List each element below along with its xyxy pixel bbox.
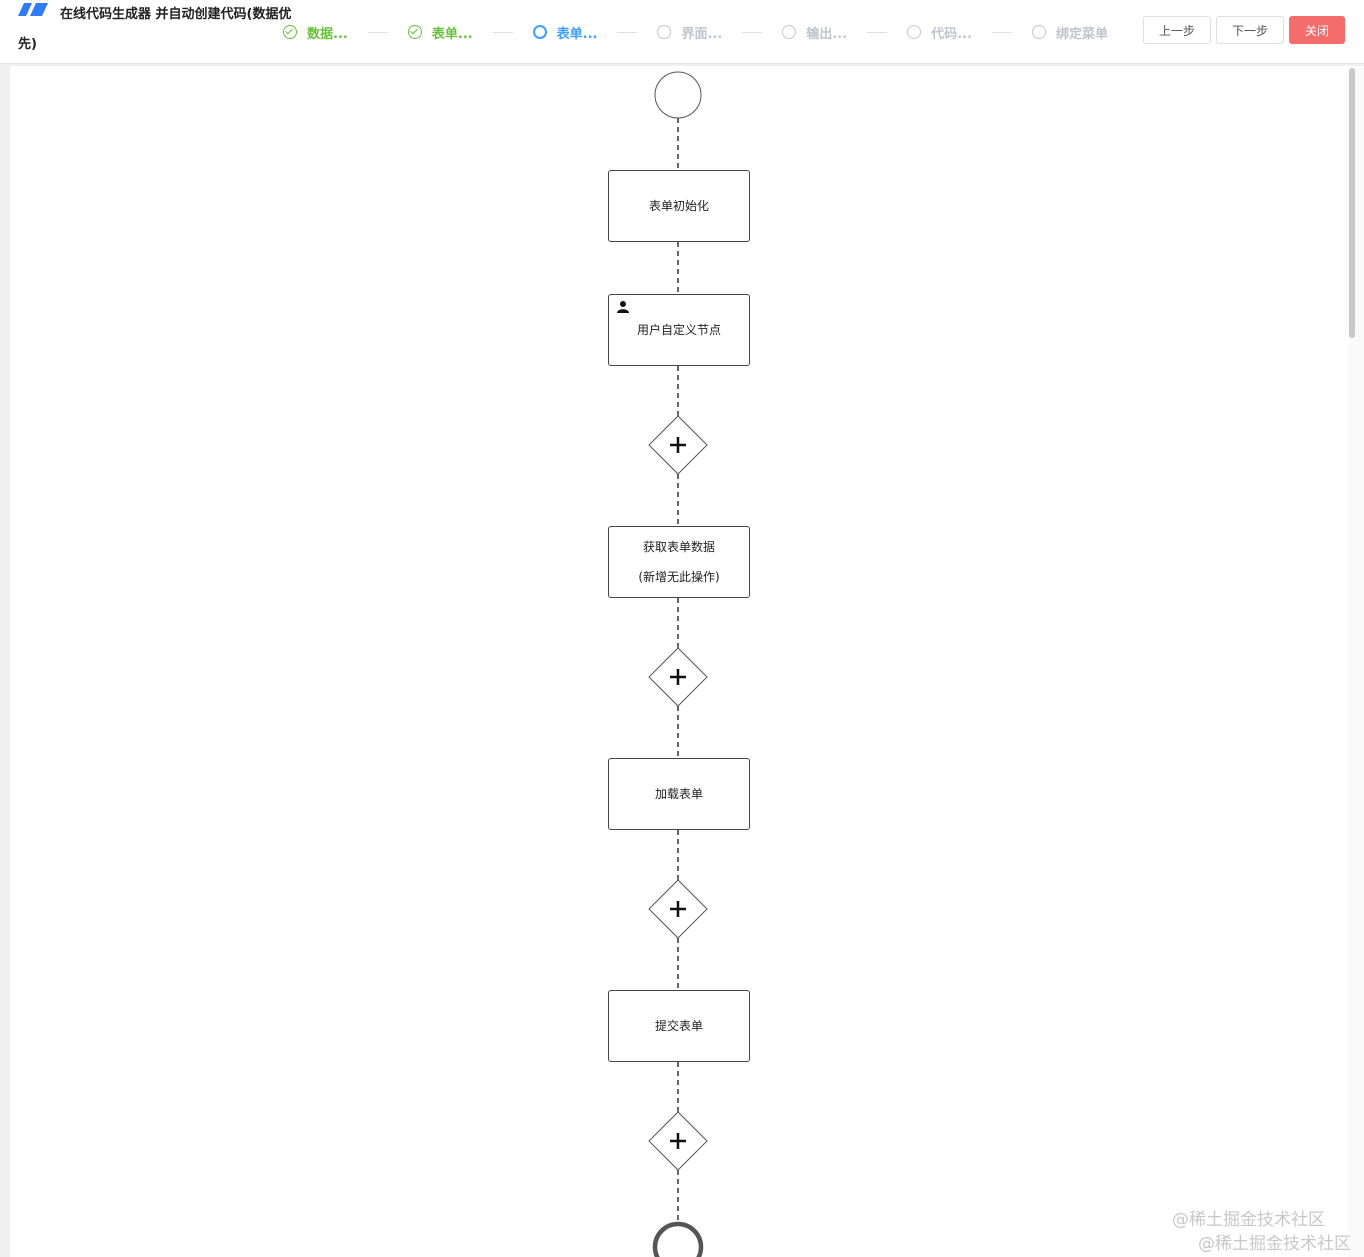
step-label: 表单... [556, 26, 598, 42]
step-separator [492, 31, 513, 33]
node-label: 获取表单数据 [642, 540, 715, 554]
start-event-icon[interactable] [654, 71, 702, 119]
step-label: 表单... [431, 26, 473, 42]
gateway-plus-icon[interactable] [648, 647, 708, 707]
step-interface[interactable]: 界面... [657, 23, 722, 42]
flow-node-form-init[interactable]: 表单初始化 [608, 170, 750, 242]
step-separator [742, 31, 763, 33]
step-bar: 数据... 表单... 表单... 界面... 输出... 代码... 绑定菜单 [283, 22, 1108, 42]
node-label: 表单初始化 [648, 199, 709, 213]
step-output[interactable]: 输出... [782, 23, 847, 42]
scrollbar-thumb[interactable] [1349, 68, 1355, 338]
end-event-icon[interactable] [652, 1221, 704, 1257]
next-step-button[interactable]: 下一步 [1216, 16, 1284, 44]
circle-icon [1031, 25, 1046, 39]
step-separator [991, 31, 1012, 33]
step-label: 代码... [931, 26, 972, 42]
step-form-1[interactable]: 表单... [407, 23, 473, 42]
step-label: 绑定菜单 [1055, 26, 1108, 42]
step-separator [617, 31, 638, 33]
user-icon [617, 301, 629, 313]
watermark-text: @稀土掘金技术社区 [1198, 1234, 1351, 1254]
step-form-2[interactable]: 表单... [532, 23, 598, 42]
circle-icon [782, 25, 797, 39]
node-label: 提交表单 [654, 1019, 703, 1033]
node-label: 用户自定义节点 [636, 323, 721, 337]
step-separator [867, 31, 888, 33]
flow-node-load-form[interactable]: 加载表单 [608, 758, 750, 830]
step-label: 界面... [681, 26, 723, 42]
header-bar: 在线代码生成器 并自动创建代码(数据优先) 数据... 表单... 表单... … [0, 0, 1364, 64]
circle-icon [657, 25, 672, 39]
step-code[interactable]: 代码... [907, 23, 972, 42]
node-label: 加载表单 [654, 787, 703, 801]
gateway-plus-icon[interactable] [648, 1111, 708, 1171]
close-button[interactable]: 关闭 [1289, 16, 1345, 44]
circle-icon [907, 25, 922, 39]
gateway-plus-icon[interactable] [648, 415, 708, 475]
check-circle-icon [407, 25, 422, 39]
watermark-text: @稀土掘金技术社区 [1172, 1210, 1325, 1230]
step-separator [367, 31, 388, 33]
scrollbar-track[interactable] [1348, 66, 1364, 1257]
step-label: 输出... [806, 26, 848, 42]
step-bind-menu[interactable]: 绑定菜单 [1031, 23, 1108, 42]
active-circle-icon [532, 25, 547, 39]
page-title: 在线代码生成器 并自动创建代码(数据优先) [18, 7, 292, 52]
gateway-plus-icon[interactable] [648, 879, 708, 939]
check-circle-icon [283, 25, 297, 39]
app-logo-icon [18, 3, 48, 16]
flow-node-submit-form[interactable]: 提交表单 [608, 990, 750, 1062]
prev-step-button[interactable]: 上一步 [1143, 16, 1211, 44]
flow-node-user-defined[interactable]: 用户自定义节点 [608, 294, 750, 366]
step-data[interactable]: 数据... [283, 23, 348, 42]
node-sublabel: (新增无此操作) [638, 570, 720, 584]
flow-node-get-form-data[interactable]: 获取表单数据 (新增无此操作) [608, 526, 750, 598]
step-label: 数据... [307, 26, 348, 42]
